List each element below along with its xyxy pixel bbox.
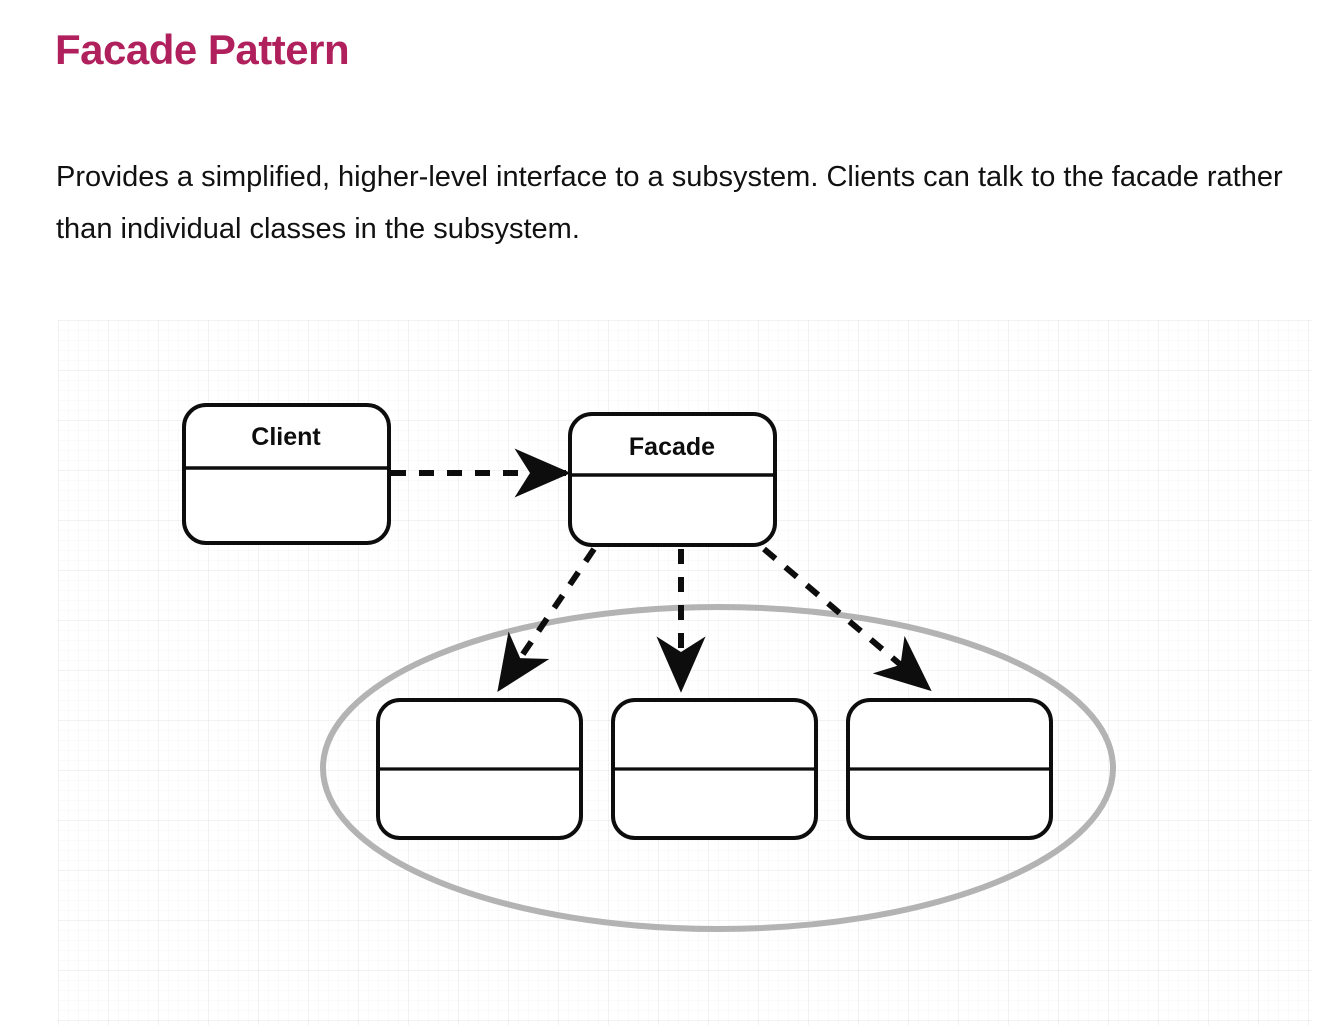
class-box-subsystem-2[interactable] xyxy=(611,698,818,840)
class-box-subsystem-1[interactable] xyxy=(376,698,583,840)
edge-facade-to-subsystem-3 xyxy=(762,546,932,692)
facade-box-label: Facade xyxy=(629,433,715,461)
client-box-outline xyxy=(182,403,391,545)
subsystem-boundary-ellipse xyxy=(320,604,1116,932)
class-box-facade[interactable]: Facade xyxy=(568,412,777,547)
class-box-subsystem-3[interactable] xyxy=(846,698,1053,840)
class-box-client[interactable]: Client xyxy=(182,403,391,545)
client-box-label: Client xyxy=(251,423,321,451)
page-title: Facade Pattern xyxy=(55,26,350,73)
page-description: Provides a simplified, higher-level inte… xyxy=(56,161,1283,245)
